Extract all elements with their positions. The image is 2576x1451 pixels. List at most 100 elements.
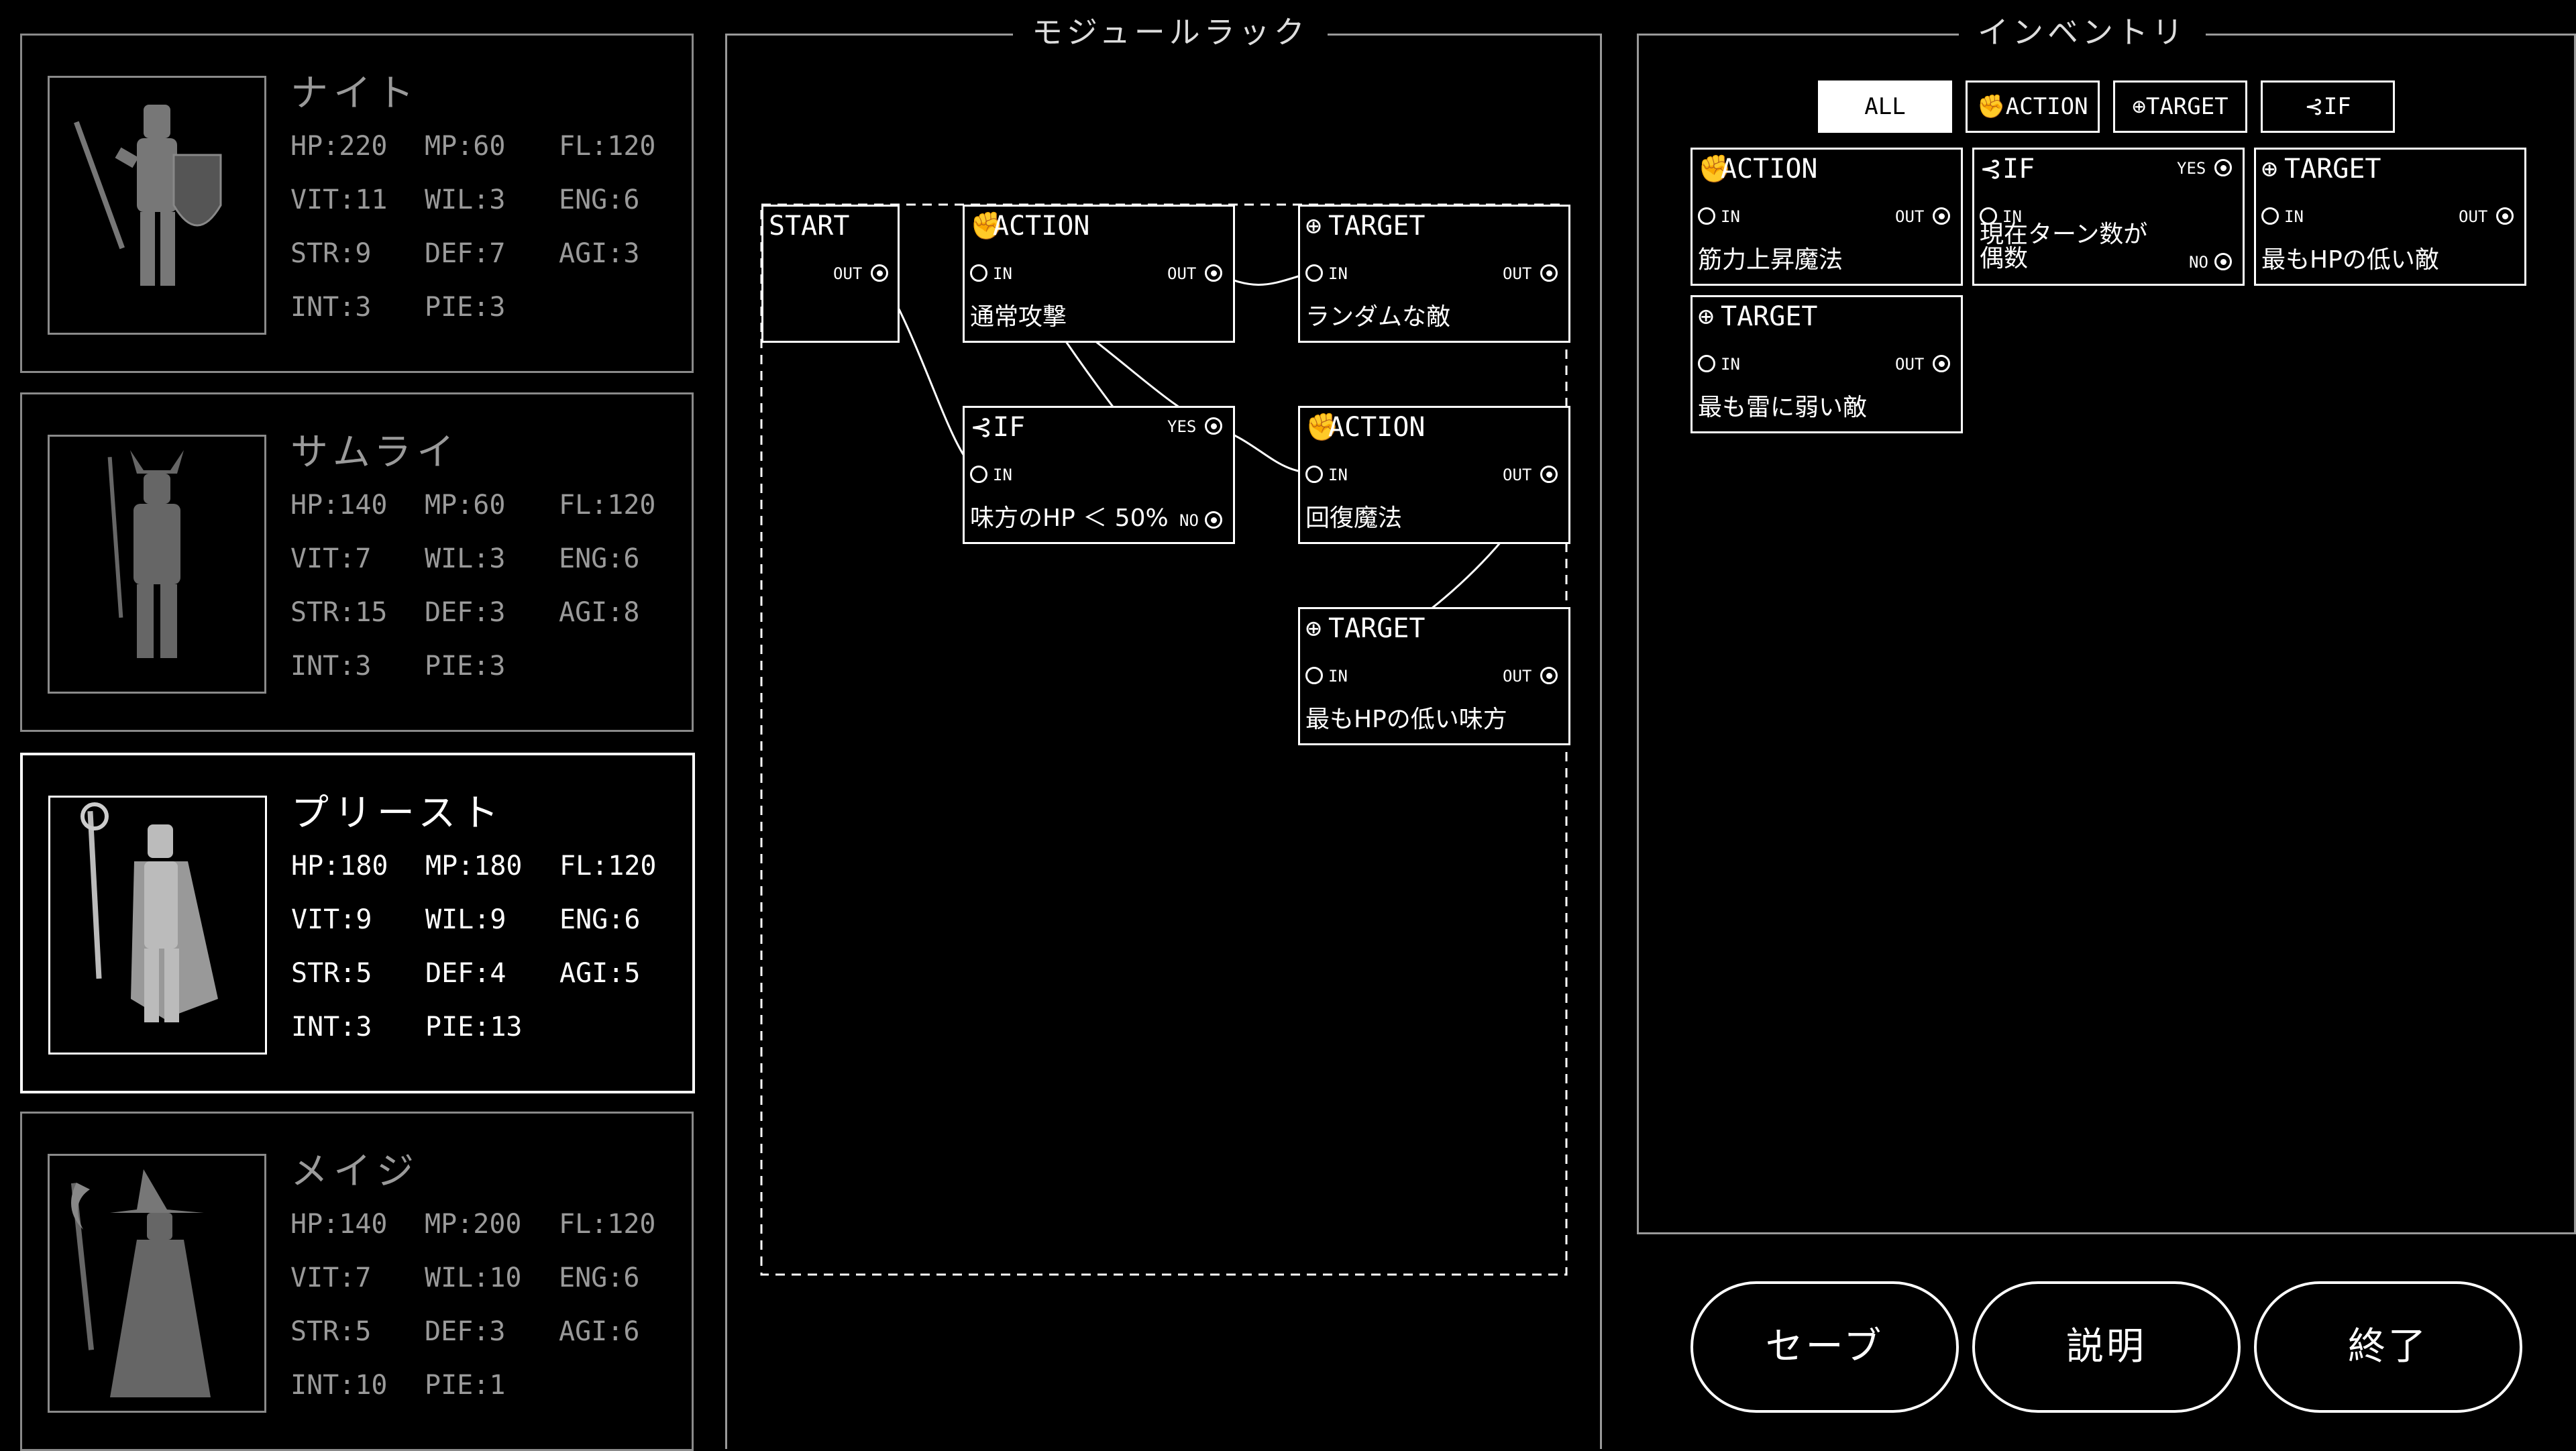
help-button[interactable]: 説明: [1972, 1281, 2241, 1413]
save-button[interactable]: セーブ: [1690, 1281, 1959, 1413]
stat-pie: PIE:3: [425, 292, 506, 323]
out-port[interactable]: [1540, 264, 1558, 282]
in-port-label: IN: [993, 264, 1012, 283]
in-port[interactable]: [2261, 207, 2279, 225]
stat-def: DEF:3: [425, 1316, 506, 1347]
branch-icon: ⊰: [2304, 93, 2324, 120]
stat-mp: MP:60: [425, 131, 506, 162]
filter-tab-all[interactable]: ALL: [1818, 80, 1952, 133]
no-port[interactable]: [1205, 511, 1222, 529]
character-card-mage[interactable]: メイジ HP:140 MP:200 FL:120 VIT:7 WIL:10 EN…: [20, 1112, 694, 1451]
stat-hp: HP:140: [290, 1209, 388, 1240]
quit-button[interactable]: 終了: [2254, 1281, 2522, 1413]
node-type: TARGET: [1328, 613, 1426, 644]
crosshair-icon: ⊕: [2132, 93, 2146, 120]
knight-sprite: [74, 105, 222, 286]
out-port-label: OUT: [1503, 264, 1532, 283]
node-type: TARGET: [2284, 154, 2381, 184]
out-port[interactable]: [871, 264, 888, 282]
in-port-label: IN: [1721, 355, 1740, 374]
in-port[interactable]: [1305, 264, 1323, 282]
fist-icon: ✊: [1698, 154, 1731, 184]
node-type: ACTION: [1721, 154, 1818, 184]
stat-fl: FL:120: [559, 1209, 656, 1240]
node-description: 味方のHP ＜ 50%: [970, 504, 1169, 532]
stat-eng: ENG:6: [559, 184, 640, 215]
stat-int: INT:3: [290, 651, 372, 682]
yes-port[interactable]: [1205, 417, 1222, 435]
action-node-normal-attack[interactable]: ✊ACTION IN OUT 通常攻撃: [963, 205, 1235, 343]
stat-wil: WIL:10: [425, 1262, 522, 1293]
out-port-label: OUT: [1895, 355, 1925, 374]
in-port[interactable]: [1698, 207, 1715, 225]
start-node[interactable]: START OUT: [761, 205, 900, 343]
out-port[interactable]: [1205, 264, 1222, 282]
out-port[interactable]: [1540, 466, 1558, 483]
inventory-item-if-even-turn[interactable]: ⊰IF YES IN 現在ターン数が 偶数 NO: [1972, 148, 2245, 286]
stat-int: INT:10: [290, 1370, 388, 1401]
mage-sprite: [70, 1169, 211, 1397]
filter-label: ACTION: [2005, 93, 2088, 120]
target-node-random-enemy[interactable]: ⊕TARGET IN OUT ランダムな敵: [1298, 205, 1570, 343]
node-type: IF: [2002, 154, 2035, 184]
character-card-priest[interactable]: プリースト HP:180 MP:180 FL:120 VIT:9 WIL:9 E…: [20, 753, 695, 1093]
stat-wil: WIL:3: [425, 184, 506, 215]
if-node-ally-hp[interactable]: ⊰IF YES IN 味方のHP ＜ 50% NO: [963, 406, 1235, 544]
in-port[interactable]: [1698, 355, 1715, 372]
character-name: メイジ: [290, 1150, 419, 1193]
stat-pie: PIE:1: [425, 1370, 506, 1401]
inventory-item-target-thunder-weak[interactable]: ⊕TARGET IN OUT 最も雷に弱い敵: [1690, 295, 1963, 433]
out-port-label: OUT: [1895, 207, 1925, 226]
stat-vit: VIT:7: [290, 1262, 372, 1293]
inventory-item-target-lowest-hp-enemy[interactable]: ⊕TARGET IN OUT 最もHPの低い敵: [2254, 148, 2526, 286]
in-port[interactable]: [970, 466, 987, 483]
knight-portrait: [48, 76, 266, 335]
priest-portrait: [48, 796, 267, 1055]
in-port-label: IN: [2284, 207, 2304, 226]
in-port[interactable]: [1980, 207, 1997, 225]
crosshair-icon: ⊕: [1305, 613, 1322, 644]
no-port[interactable]: [2214, 253, 2232, 270]
priest-sprite: [80, 802, 218, 1022]
fist-icon: ✊: [1305, 412, 1339, 443]
filter-tab-target[interactable]: ⊕TARGET: [2113, 80, 2247, 133]
character-card-knight[interactable]: ナイト HP:220 MP:60 FL:120 VIT:11 WIL:3 ENG…: [20, 34, 694, 373]
in-port[interactable]: [1305, 466, 1323, 483]
node-description: 最も雷に弱い敵: [1698, 394, 1868, 421]
stat-str: STR:15: [290, 597, 388, 628]
out-port[interactable]: [1540, 667, 1558, 684]
node-type: TARGET: [1328, 211, 1426, 241]
stat-fl: FL:120: [559, 131, 656, 162]
no-port-label: NO: [2189, 253, 2208, 272]
stat-str: STR:9: [290, 238, 372, 269]
inventory-item-action-strength[interactable]: ✊ACTION IN OUT 筋力上昇魔法: [1690, 148, 1963, 286]
target-node-lowest-hp-ally[interactable]: ⊕TARGET IN OUT 最もHPの低い味方: [1298, 607, 1570, 745]
out-port-label: OUT: [1503, 466, 1532, 484]
stat-int: INT:3: [290, 292, 372, 323]
character-name: サムライ: [290, 431, 460, 474]
node-type: ACTION: [1328, 412, 1426, 443]
in-port[interactable]: [970, 264, 987, 282]
stat-hp: HP:220: [290, 131, 388, 162]
yes-port-label: YES: [1167, 417, 1197, 436]
character-card-samurai[interactable]: サムライ HP:140 MP:60 FL:120 VIT:7 WIL:3 ENG…: [20, 392, 694, 732]
stat-vit: VIT:7: [290, 543, 372, 574]
in-port-label: IN: [1328, 667, 1348, 686]
filter-tab-if[interactable]: ⊰IF: [2261, 80, 2395, 133]
action-node-heal[interactable]: ✊ACTION IN OUT 回復魔法: [1298, 406, 1570, 544]
filter-label: TARGET: [2145, 93, 2229, 120]
node-type: ACTION: [993, 211, 1090, 241]
filter-tab-action[interactable]: ✊ACTION: [1966, 80, 2100, 133]
out-port[interactable]: [1933, 355, 1950, 372]
stat-str: STR:5: [291, 958, 372, 989]
branch-icon: ⊰: [1980, 154, 2002, 184]
out-port[interactable]: [2496, 207, 2514, 225]
stat-def: DEF:7: [425, 238, 506, 269]
out-port-label: OUT: [1503, 667, 1532, 686]
stat-fl: FL:120: [559, 851, 657, 881]
stat-pie: PIE:13: [425, 1012, 523, 1042]
yes-port[interactable]: [2214, 159, 2232, 176]
out-port-label: OUT: [833, 264, 863, 283]
out-port[interactable]: [1933, 207, 1950, 225]
in-port[interactable]: [1305, 667, 1323, 684]
